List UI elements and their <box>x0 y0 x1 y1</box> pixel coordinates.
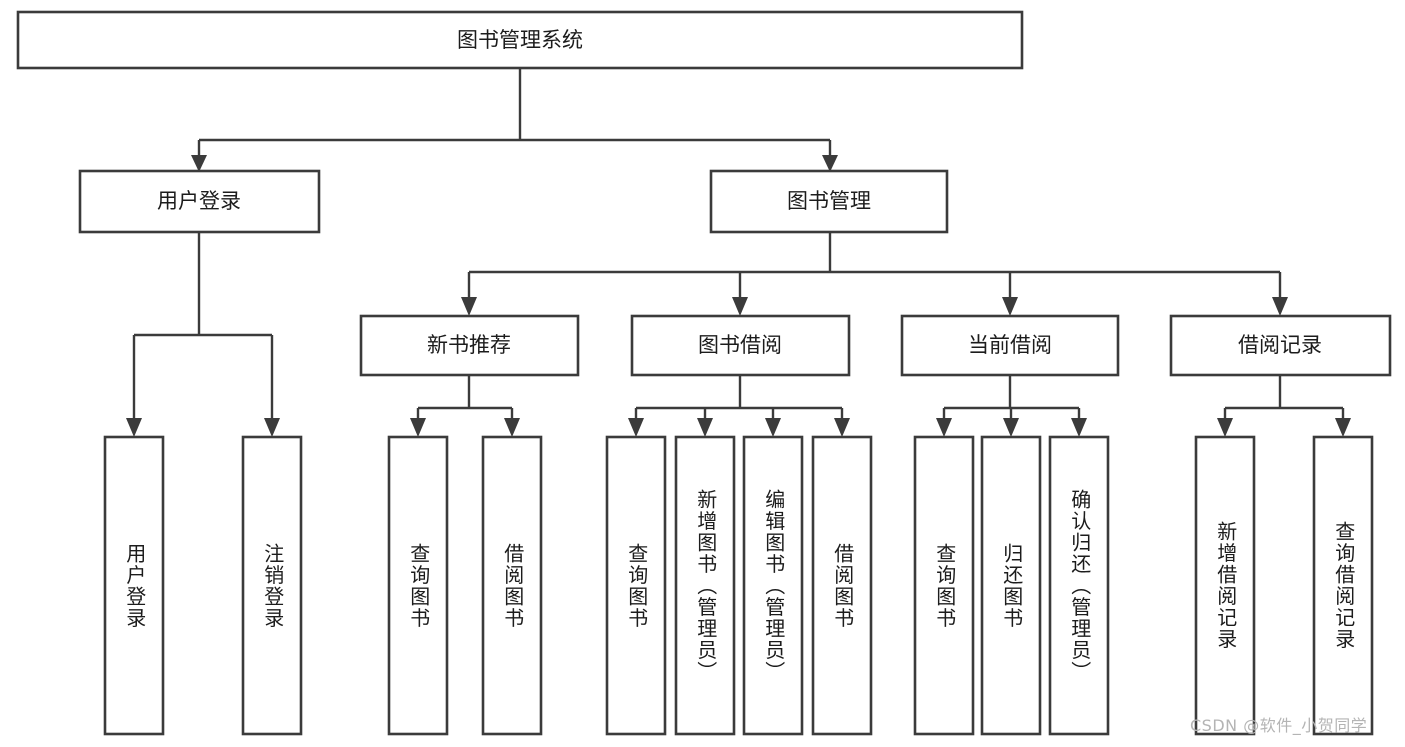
node-box-leaf-user-logout[interactable] <box>241 435 303 736</box>
node-box-leaf-borrow-book-rec[interactable] <box>481 435 543 736</box>
connector-user-login-bus <box>132 232 274 422</box>
node-box-new-book-recommend[interactable] <box>359 314 580 377</box>
connector-root-bus <box>197 68 830 158</box>
node-box-book-borrow[interactable] <box>630 314 851 377</box>
node-label-borrow-record: 借阅记录 <box>1238 333 1322 357</box>
connector-book-borrow-bus <box>634 375 844 422</box>
arrowhead-to-leaf-query-book-borrow <box>628 418 644 437</box>
node-label-root: 图书管理系统 <box>457 28 583 52</box>
node-box-leaf-add-borrow-record[interactable] <box>1194 435 1256 736</box>
node-box-leaf-query-borrow-record[interactable] <box>1312 435 1374 736</box>
node-box-leaf-user-login[interactable] <box>103 435 165 736</box>
arrowhead-to-leaf-return-book <box>1003 418 1019 437</box>
node-box-current-borrow[interactable] <box>900 314 1120 377</box>
node-box-leaf-query-book-borrow[interactable] <box>605 435 667 736</box>
arrowhead-to-leaf-borrow-book <box>834 418 850 437</box>
arrowhead-to-leaf-confirm-return-admin <box>1071 418 1087 437</box>
node-label-user-login: 用户登录 <box>157 189 241 213</box>
arrowhead-to-leaf-add-borrow-record <box>1217 418 1233 437</box>
arrowhead-to-leaf-add-book-admin <box>697 418 713 437</box>
node-box-leaf-confirm-return-admin[interactable] <box>1048 435 1110 736</box>
node-box-borrow-record[interactable] <box>1169 314 1392 377</box>
node-box-leaf-edit-book-admin[interactable] <box>742 435 804 736</box>
node-layer: 图书管理系统 用户登录 图书管理 新书推荐 图书借阅 当前借阅 借阅记录 <box>16 10 1392 736</box>
arrowhead-to-leaf-user-login <box>126 418 142 437</box>
csdn-watermark: CSDN @软件_小贺同学 <box>1190 716 1368 735</box>
arrowhead-to-leaf-query-book-rec <box>410 418 426 437</box>
arrowhead-to-book-management <box>822 155 838 172</box>
arrowhead-to-leaf-query-book-current <box>936 418 952 437</box>
connector-current-borrow-bus <box>942 375 1081 422</box>
connector-layer <box>126 68 1351 437</box>
node-box-leaf-borrow-book[interactable] <box>811 435 873 736</box>
connector-borrow-record-bus <box>1223 375 1345 422</box>
node-box-leaf-add-book-admin[interactable] <box>674 435 736 736</box>
arrowhead-to-leaf-user-logout <box>264 418 280 437</box>
connector-new-book-recommend-bus <box>416 375 514 422</box>
arrowhead-to-leaf-borrow-book-rec <box>504 418 520 437</box>
arrowhead-to-new-book-recommend <box>461 297 477 316</box>
arrowhead-to-book-borrow <box>732 297 748 316</box>
node-box-leaf-return-book[interactable] <box>980 435 1042 736</box>
node-box-user-login[interactable] <box>78 169 321 234</box>
node-box-root[interactable] <box>16 10 1024 70</box>
node-box-leaf-query-book-rec[interactable] <box>387 435 449 736</box>
arrowhead-to-current-borrow <box>1002 297 1018 316</box>
arrowhead-to-leaf-edit-book-admin <box>765 418 781 437</box>
node-box-leaf-query-book-current[interactable] <box>913 435 975 736</box>
node-label-current-borrow: 当前借阅 <box>968 333 1052 357</box>
connector-book-mgmt-bus <box>467 232 1282 300</box>
node-label-book-borrow: 图书借阅 <box>698 333 782 357</box>
arrowhead-to-leaf-query-borrow-record <box>1335 418 1351 437</box>
node-box-book-management[interactable] <box>709 169 949 234</box>
node-label-book-management: 图书管理 <box>787 189 871 213</box>
arrowhead-to-borrow-record <box>1272 297 1288 316</box>
node-label-new-book-recommend: 新书推荐 <box>427 333 511 357</box>
arrowhead-to-user-login <box>191 155 207 172</box>
